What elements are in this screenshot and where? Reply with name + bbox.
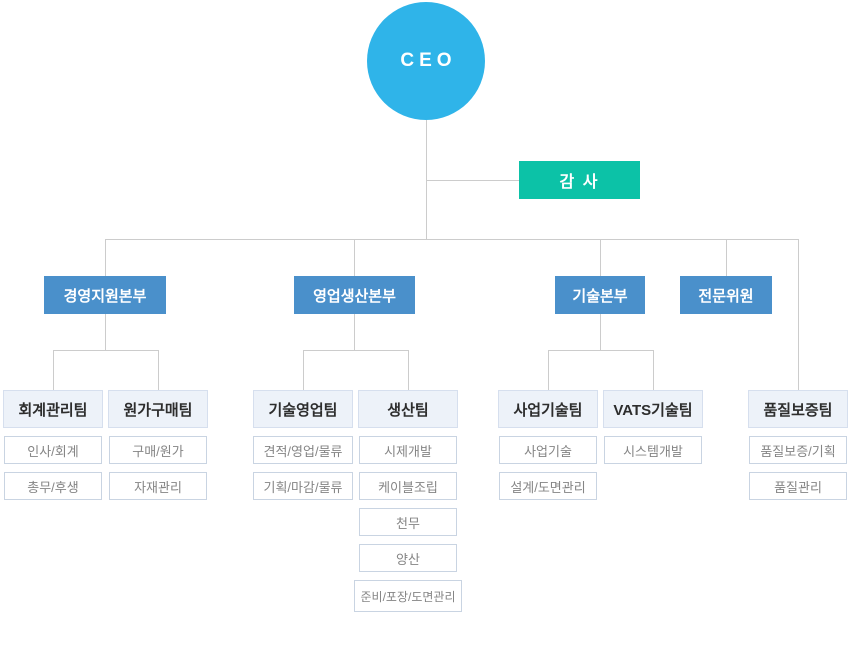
team-box-technical-sales: 기술영업팀 [253,390,353,428]
sub-item-material-management: 자재관리 [109,472,207,500]
sub-item-mass-production: 양산 [359,544,457,572]
team-box-quality-assurance: 품질보증팀 [748,390,848,428]
team-box-vats-technology: VATS기술팀 [603,390,703,428]
sub-item-estimate-sales-logistics: 견적/영업/물류 [253,436,353,464]
division-box-expert-committee: 전문위원 [680,276,772,314]
division-box-sales-production: 영업생산본부 [294,276,415,314]
connector-line-group2-drop-1 [303,350,304,390]
sub-item-system-development: 시스템개발 [604,436,702,464]
sub-item-quality-control: 품질관리 [749,472,847,500]
team-box-cost-purchasing: 원가구매팀 [108,390,208,428]
connector-line-group1-stem [105,314,106,350]
connector-line-group1-drop-1 [53,350,54,390]
connector-line-drop-division-1 [105,239,106,276]
sub-item-prototype-development: 시제개발 [359,436,457,464]
connector-line-drop-division-3 [600,239,601,276]
connector-line-group2-stem [354,314,355,350]
audit-box: 감 사 [519,161,640,199]
connector-line-group3-drop-2 [653,350,654,390]
team-box-accounting: 회계관리팀 [3,390,103,428]
sub-item-prep-packing-drawing: 준비/포장/도면관리 [354,580,462,612]
connector-line-group1-drop-2 [158,350,159,390]
sub-item-design-drawing-management: 설계/도면관리 [499,472,597,500]
sub-item-qa-planning: 품질보증/기획 [749,436,847,464]
sub-item-chunmoo: 천무 [359,508,457,536]
sub-item-business-technology: 사업기술 [499,436,597,464]
sub-item-purchasing-cost: 구매/원가 [109,436,207,464]
sub-item-general-affairs-welfare: 총무/후생 [4,472,102,500]
connector-line-group2-drop-2 [408,350,409,390]
connector-line-group3-stem [600,314,601,350]
sub-item-cable-assembly: 케이블조립 [359,472,457,500]
division-box-technology: 기술본부 [555,276,645,314]
connector-line-ceo-stem [426,120,427,239]
ceo-node: CEO [367,2,485,120]
connector-line-group3-drop-1 [548,350,549,390]
sub-item-hr-accounting: 인사/회계 [4,436,102,464]
connector-line-drop-division-2 [354,239,355,276]
division-box-management-support: 경영지원본부 [44,276,166,314]
connector-line-main-bar [105,239,798,240]
connector-line-group3-bar [548,350,653,351]
connector-line-drop-quality-team [798,239,799,390]
connector-line-group1-bar [53,350,158,351]
connector-line-drop-division-4 [726,239,727,276]
connector-line-audit-link [426,180,519,181]
sub-item-planning-closing-logistics: 기획/마감/물류 [253,472,353,500]
connector-line-group2-bar [303,350,408,351]
team-box-business-technology: 사업기술팀 [498,390,598,428]
team-box-production: 생산팀 [358,390,458,428]
